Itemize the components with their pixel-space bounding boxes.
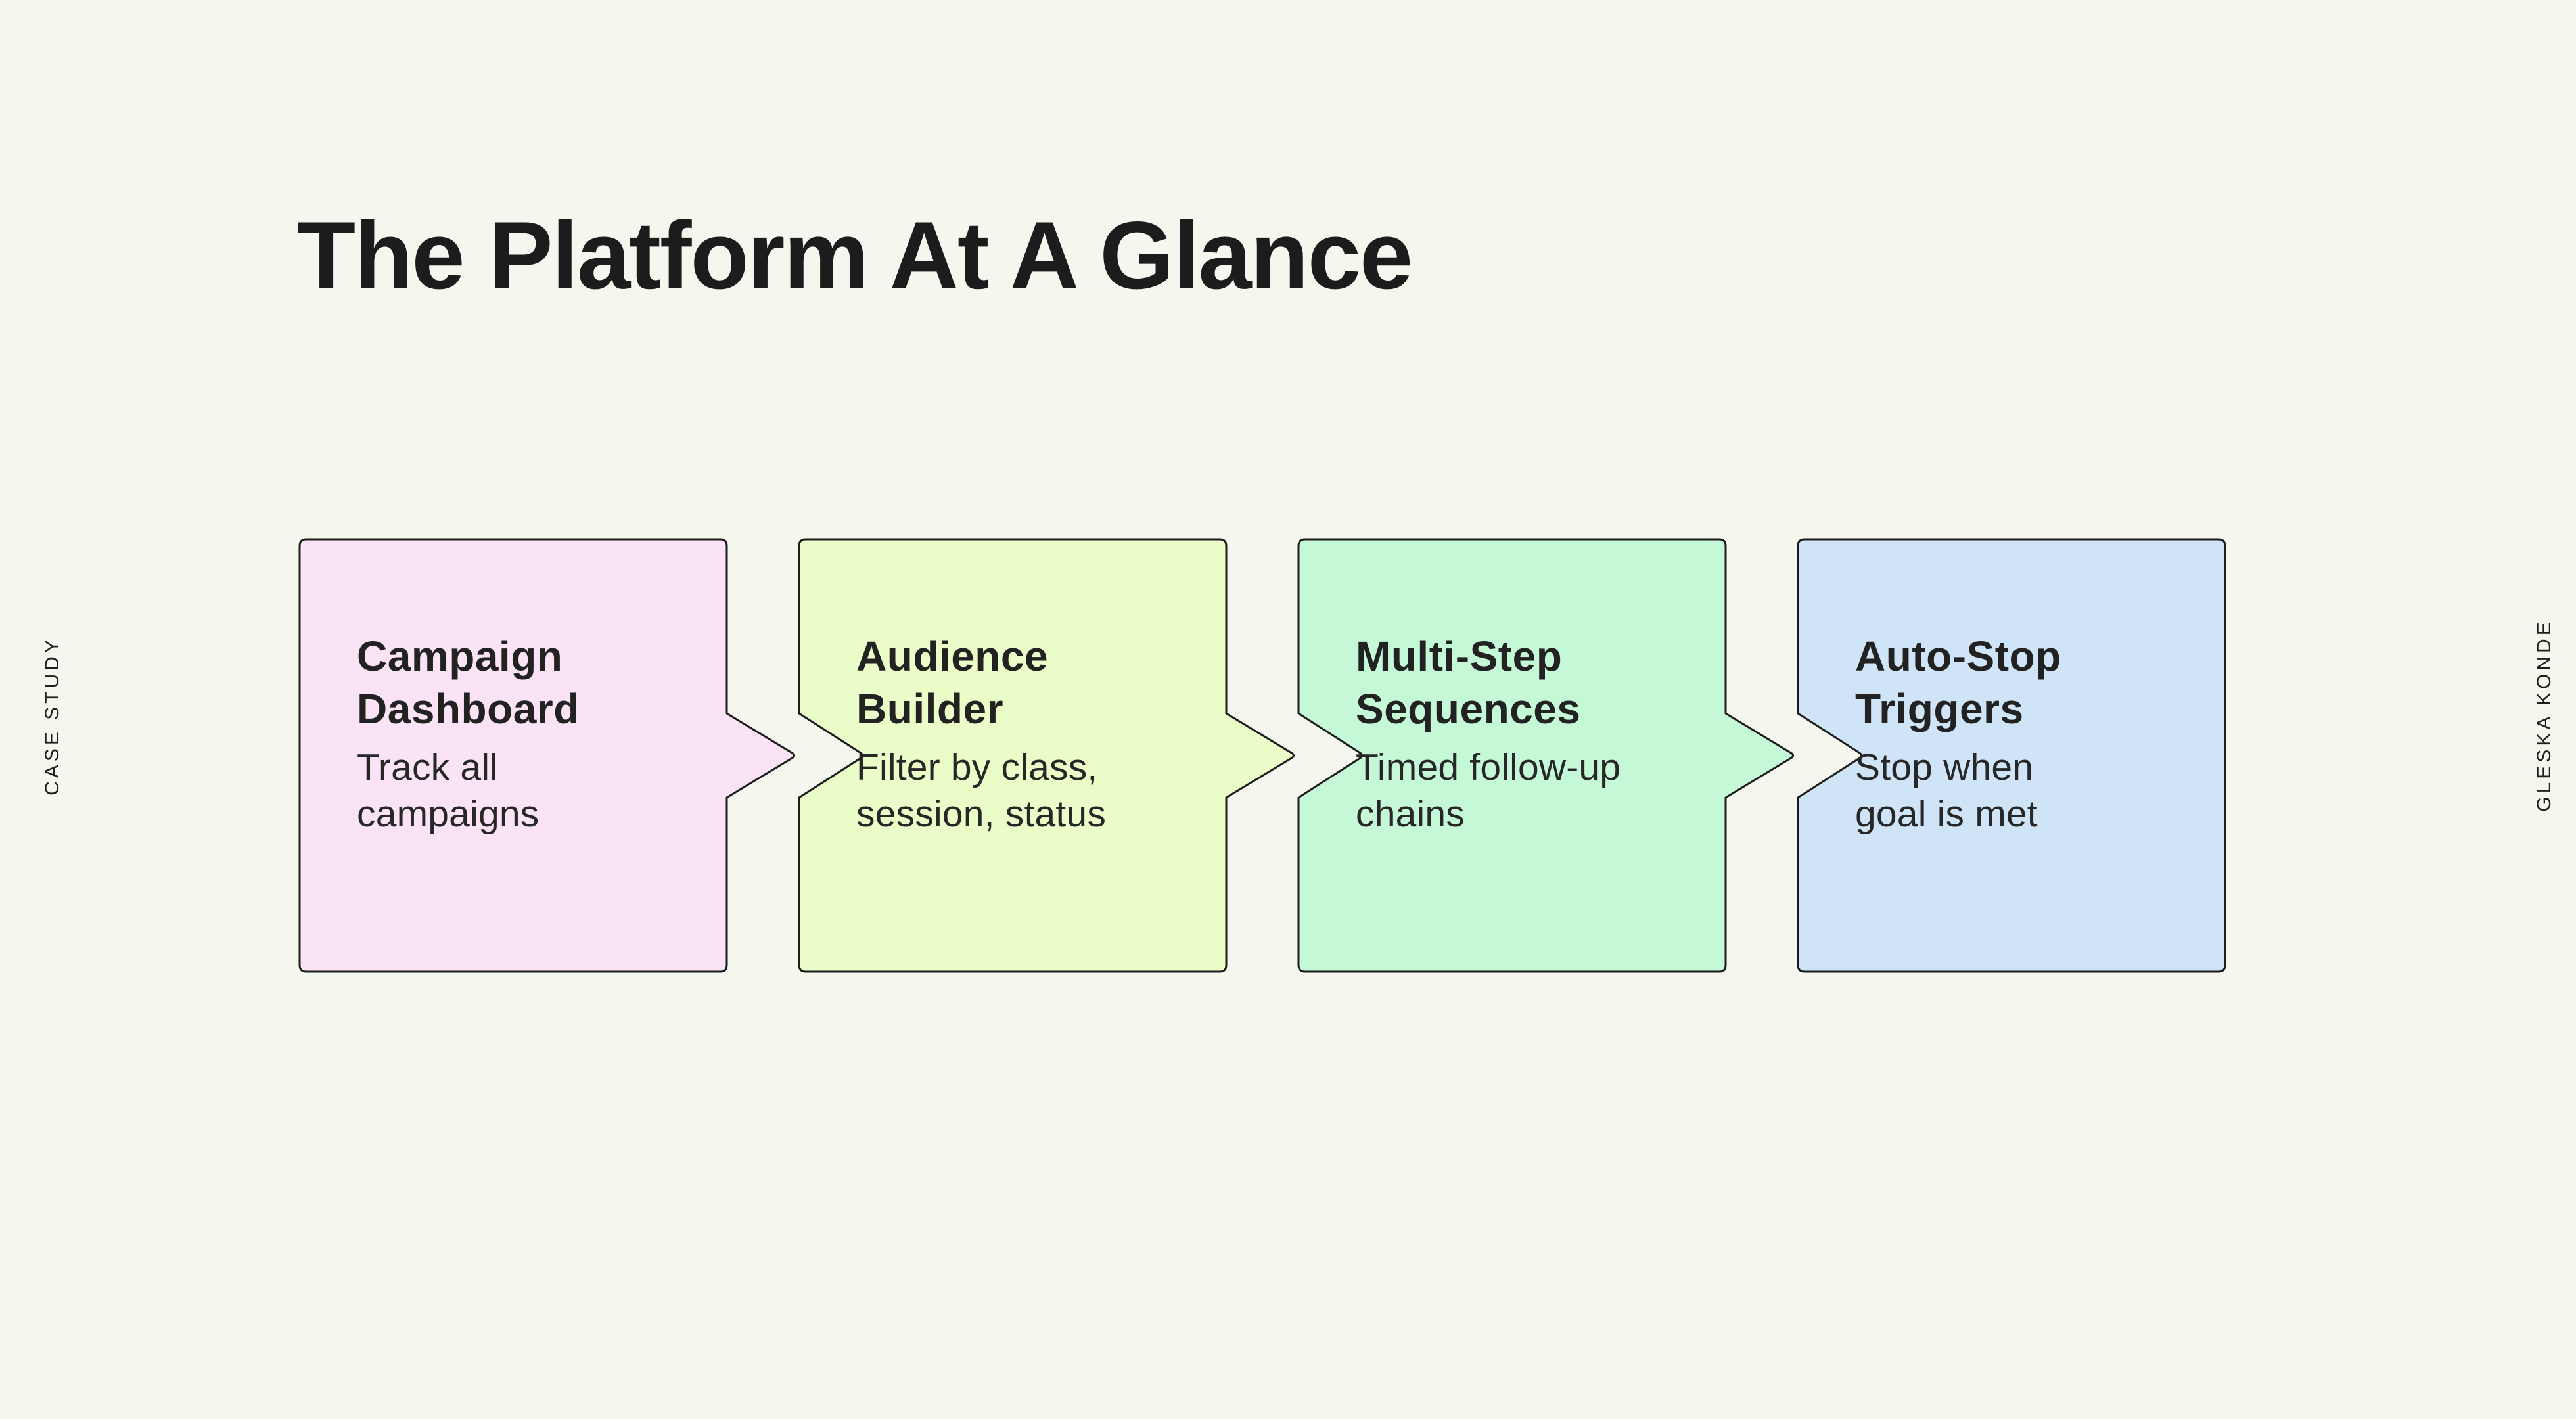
card-arrow-shape (1797, 538, 2226, 973)
card-campaign-dashboard: Campaign Dashboard Track all campaigns (298, 538, 796, 973)
card-title: Audience Builder (856, 633, 1049, 732)
card-description: Track all campaigns (357, 746, 540, 835)
card-arrow-shape (1297, 538, 1795, 973)
card-description: Stop when goal is met (1855, 746, 2038, 835)
card-arrow-shape (798, 538, 1295, 973)
card-content: Audience Builder Filter by class, sessio… (799, 539, 1226, 838)
vertical-label-author: GLESKA KONDE (2533, 619, 2555, 812)
card-multi-step-sequences: Multi-Step Sequences Timed follow-up cha… (1297, 538, 1795, 973)
card-arrow-shape-svg (298, 538, 796, 973)
card-title: Auto-Stop Triggers (1855, 633, 2061, 732)
card-description: Timed follow-up chains (1356, 746, 1621, 835)
vertical-label-case-study: CASE STUDY (41, 637, 63, 796)
card-content: Auto-Stop Triggers Stop when goal is met (1798, 539, 2225, 838)
card-arrow-shape-svg (1797, 538, 2226, 973)
card-arrow-shape-svg (798, 538, 1295, 973)
card-content: Multi-Step Sequences Timed follow-up cha… (1299, 539, 1726, 838)
card-title: Campaign Dashboard (357, 633, 580, 732)
card-arrow-shape (298, 538, 796, 973)
card-auto-stop-triggers: Auto-Stop Triggers Stop when goal is met (1797, 538, 2226, 973)
card-arrow-shape-svg (1297, 538, 1795, 973)
page-title: The Platform At A Glance (297, 201, 1413, 309)
card-description: Filter by class, session, status (856, 746, 1107, 835)
card-audience-builder: Audience Builder Filter by class, sessio… (798, 538, 1295, 973)
card-title: Multi-Step Sequences (1356, 633, 1581, 732)
card-content: Campaign Dashboard Track all campaigns (300, 539, 727, 838)
